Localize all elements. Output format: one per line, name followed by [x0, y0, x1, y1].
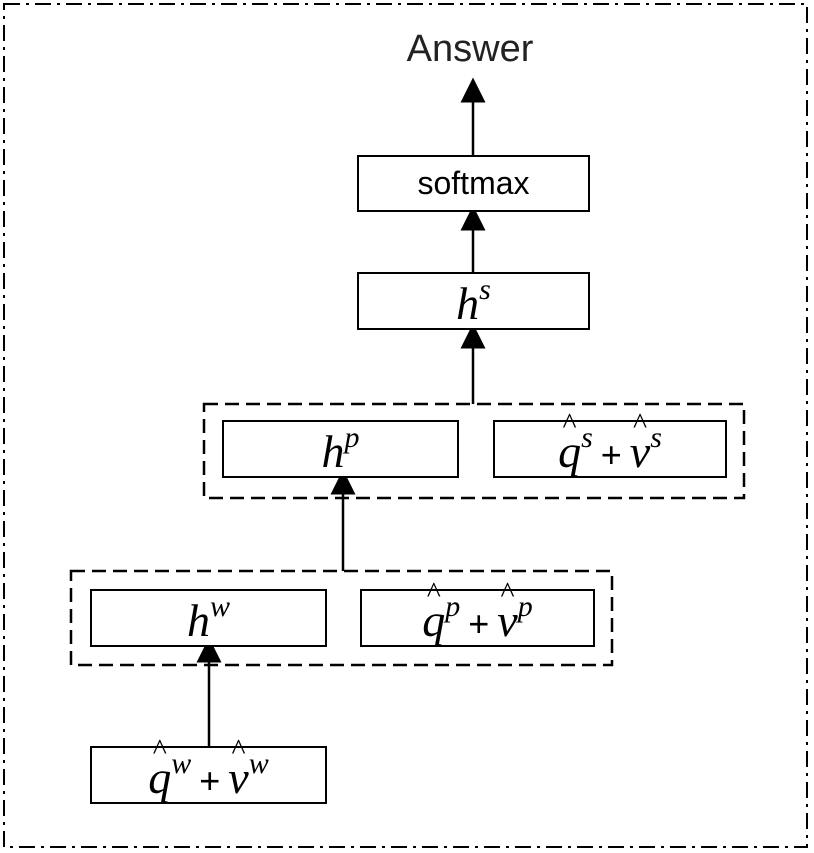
softmax-label: softmax — [417, 165, 530, 201]
phrase-level-group-frame — [69, 569, 614, 667]
h-p-box: hp — [222, 420, 459, 478]
q-p-v-p-box: qp+vp — [360, 589, 595, 647]
q-s-v-s-box: qs+vs — [493, 420, 727, 478]
outer-frame — [3, 3, 808, 848]
q-w-plus-v-w-formula: qw+vw — [148, 749, 268, 801]
q-s-plus-v-s-formula: qs+vs — [558, 423, 662, 475]
h-w-box: hw — [90, 589, 327, 647]
answer-label: Answer — [406, 28, 534, 70]
h-p-formula: hp — [321, 421, 360, 477]
sentence-level-group-frame — [202, 402, 746, 500]
h-s-box: hs — [357, 272, 590, 330]
q-w-v-w-box: qw+vw — [90, 746, 327, 804]
softmax-box: softmax — [357, 155, 590, 212]
h-s-formula: hs — [456, 273, 491, 329]
h-w-formula: hw — [186, 590, 230, 646]
q-p-plus-v-p-formula: qp+vp — [422, 592, 532, 644]
